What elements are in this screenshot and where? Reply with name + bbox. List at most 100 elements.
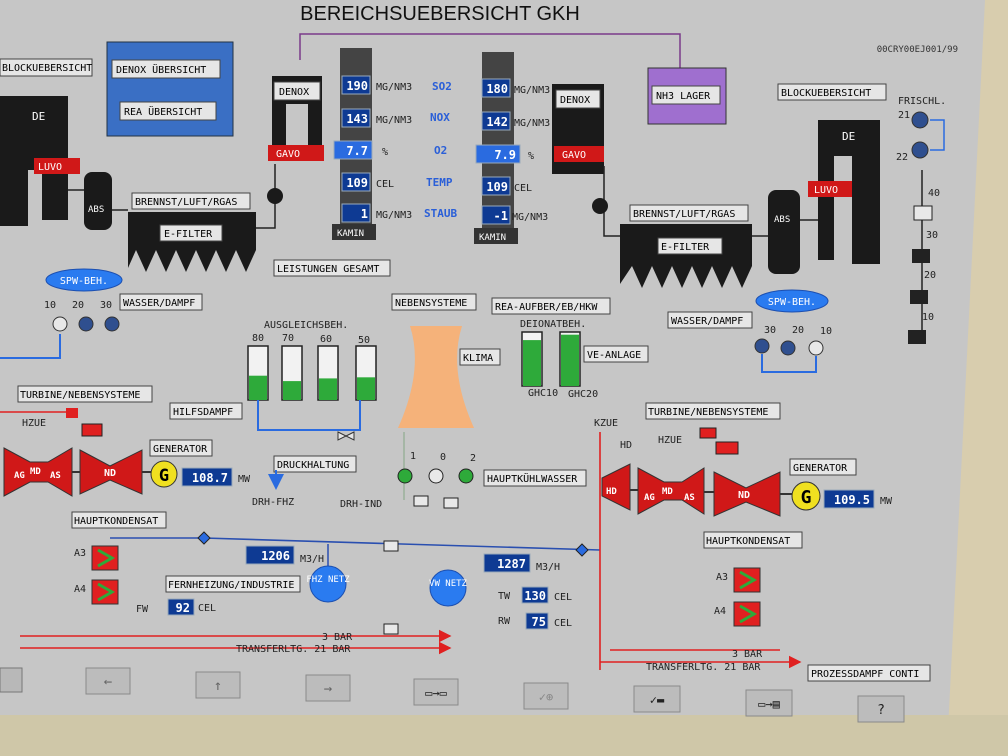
left-a4-coil [97,582,116,602]
left-blockuebersicht-button[interactable] [0,58,93,77]
toolbar-window-button[interactable] [413,678,459,706]
ladder-fan-40-icon[interactable] [913,205,933,221]
klima-label: KLIMA [463,353,493,364]
right-hauptkondensat-button[interactable] [703,531,803,549]
druck-valve-icon-b[interactable] [344,431,355,441]
toolbar-up-button[interactable] [195,671,241,699]
left-generator-icon[interactable] [150,460,178,488]
prozessdampf-button[interactable] [807,664,931,682]
right-fan-icon[interactable] [592,198,608,214]
toolbar-left-edge-button[interactable] [0,667,23,693]
hilfsdampf-button[interactable] [169,402,243,420]
rea-aufber-button[interactable] [491,297,611,315]
vw-netz-icon[interactable] [429,569,467,607]
right-pump-20-icon[interactable] [780,340,796,356]
left-fw-label: FW [136,604,149,615]
left-staub-box [341,203,371,223]
right-luvo-label: LUVO [814,185,838,196]
left-brennst-button[interactable] [131,192,251,210]
forward-arrow-icon: → [324,681,332,697]
fw-valve-right[interactable] [575,543,589,557]
left-ag-label: AG [14,471,25,481]
left-turbine-label: TURBINE/NEBENSYSTEME [20,390,140,401]
klima-button[interactable] [459,348,501,366]
rea-aufber-label: REA-AUFBER/EB/HKW [495,302,598,313]
left-valve-a[interactable] [66,408,78,418]
kuehl-pump-1-icon[interactable] [397,468,413,484]
nh3-line [299,33,681,68]
right-power-box [823,489,875,509]
fw-temp-value: 92 [176,601,190,615]
right-brennst-button[interactable] [629,204,749,222]
left-generator-button[interactable] [149,439,213,457]
ladder-fan-10-icon[interactable] [908,330,926,344]
left-pump-10-icon[interactable] [52,316,68,332]
kuehl-pump-2-icon[interactable] [458,468,474,484]
ack-check-icon: ✓⊕ [539,690,553,704]
kuehl-valve-b[interactable] [443,497,459,509]
fernheizung-button[interactable] [165,575,301,593]
left-power-value: 108.7 [192,471,228,485]
right-wasser-label: WASSER/DAMPF [671,316,743,327]
right-pump-10-icon[interactable] [808,340,824,356]
ladder-fan-30-icon[interactable] [912,249,930,263]
hauptkuehl-button[interactable] [483,469,587,487]
right-generator-button[interactable] [789,458,857,476]
left-turbine-button[interactable] [17,385,153,403]
left-denox-button[interactable] [273,81,321,101]
druck-valve-icon[interactable] [337,431,348,441]
druckhaltung-button[interactable] [273,455,357,473]
left-efilter-label: E-FILTER [164,229,213,240]
steam-valve-center[interactable] [383,623,399,635]
ausgleich-label: AUSGLEICHSBEH. [264,320,348,331]
rea-uebersicht-button[interactable] [119,101,217,121]
rw-label: RW [498,616,511,627]
right-denox-button[interactable] [555,89,601,109]
kuehl-valve-a[interactable] [413,495,429,507]
bezel-bottom [0,715,1008,756]
left-pump-30-icon[interactable] [104,316,120,332]
frischl-fan-22-icon[interactable] [911,141,929,159]
left-hauptkondensat-button[interactable] [71,511,167,529]
left-transfer-label: TRANSFERLTG. 21 BAR [236,644,351,655]
toolbar-back-button[interactable] [85,667,131,695]
right-efilter-button[interactable] [657,237,723,255]
fw-valve-center[interactable] [383,540,399,552]
toolbar-confirm-button[interactable] [633,685,681,713]
right-pump-30-icon[interactable] [754,338,770,354]
fw-valve-left[interactable] [197,531,211,545]
rw-unit: CEL [554,618,572,629]
ve-anlage-button[interactable] [583,345,649,363]
ladder-fan-20-icon[interactable] [910,290,928,304]
leistungen-label: LEISTUNGEN GESAMT [277,264,379,275]
right-valve-a[interactable] [699,427,717,439]
right-turbine-button[interactable] [645,402,781,420]
toolbar-ack-button[interactable] [523,682,569,710]
left-a3-coil [97,548,116,568]
denox-uebersicht-button[interactable] [111,59,221,79]
nebensysteme-button[interactable] [391,293,477,311]
right-wasser-button[interactable] [667,311,753,329]
left-pump-20-icon[interactable] [78,316,94,332]
leistungen-button[interactable] [273,259,391,277]
left-valve-b[interactable] [81,423,103,437]
right-de-label: DE [842,130,855,143]
toolbar-print-button[interactable] [745,689,793,717]
deionat-tank-1-level [523,340,541,386]
right-blockuebersicht-button[interactable] [777,83,887,101]
frischl-fan-21-icon[interactable] [911,111,929,129]
right-valve-b[interactable] [715,441,739,455]
left-wasser-button[interactable] [119,293,203,311]
pump-2-label: 2 [470,453,476,464]
toolbar-help-button[interactable] [857,695,905,723]
toolbar-forward-button[interactable] [305,674,351,702]
right-generator-icon[interactable] [791,481,821,511]
fhz-netz-icon[interactable] [309,565,347,603]
kuehl-pump-0-icon[interactable] [428,468,444,484]
ladder-40-label: 40 [928,188,940,199]
left-brennst-label: BRENNST/LUFT/RGAS [135,197,237,208]
nh3-lager-button[interactable] [651,85,721,105]
left-efilter-button[interactable] [159,224,223,242]
left-luvo [34,158,80,174]
left-nd-label: ND [104,468,116,479]
